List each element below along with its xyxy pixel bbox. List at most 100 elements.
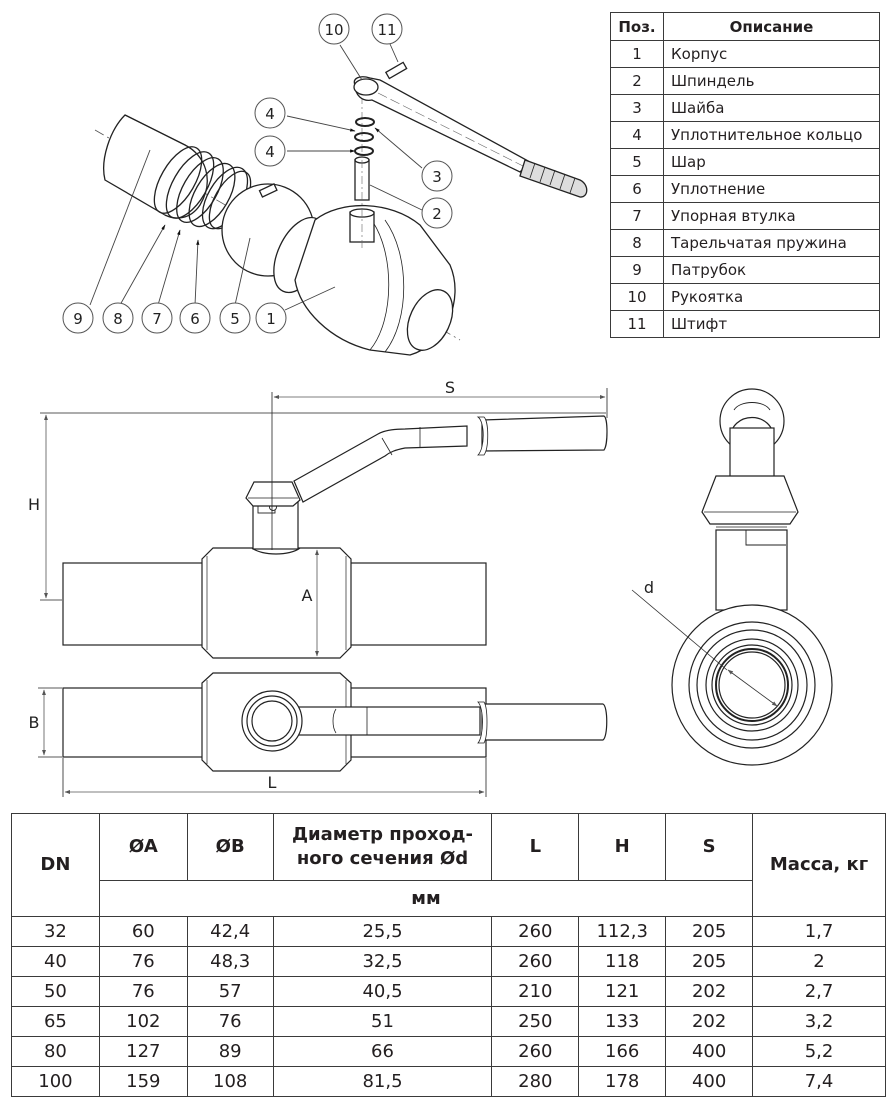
- part-9-pipe: [103, 114, 208, 219]
- top-handle-arm: [289, 706, 481, 736]
- part-description: Штифт: [663, 310, 880, 338]
- cell-s: 400: [665, 1066, 754, 1097]
- cell-h: 121: [578, 976, 667, 1007]
- part-description: Уплотнение: [663, 175, 880, 203]
- cell-bore-diameter: 40,5: [272, 976, 493, 1007]
- cell-mass: 7,4: [752, 1066, 886, 1097]
- cell-l: 260: [491, 1036, 580, 1067]
- part-4-3-rings: [354, 117, 375, 156]
- header-s: S: [665, 813, 754, 881]
- cell-l: 280: [491, 1066, 580, 1097]
- svg-text:9: 9: [73, 310, 83, 328]
- cell-b: 57: [186, 976, 274, 1007]
- cell-b: 76: [186, 1006, 274, 1037]
- part-position: 4: [610, 121, 664, 149]
- cell-b: 89: [186, 1036, 274, 1067]
- part-position: 11: [610, 310, 664, 338]
- cell-l: 260: [491, 946, 580, 977]
- header-l: L: [491, 813, 580, 881]
- cell-l: 250: [491, 1006, 580, 1037]
- callout-7: 7: [141, 302, 173, 334]
- front-handle-grip: [481, 415, 608, 452]
- cell-mass: 2,7: [752, 976, 886, 1007]
- header-desc: Описание: [663, 12, 880, 41]
- cell-bore-diameter: 32,5: [272, 946, 493, 977]
- side-dimensions: [631, 589, 778, 707]
- part-position: 2: [610, 67, 664, 95]
- cell-s: 205: [665, 946, 754, 977]
- front-handle-hub: [245, 481, 301, 507]
- svg-text:7: 7: [152, 310, 162, 328]
- callout-11: 11: [371, 13, 403, 45]
- top-dimensions: [38, 687, 487, 797]
- spec-units-row: мм: [12, 880, 886, 917]
- callout-10: 10: [318, 13, 350, 45]
- cell-a: 127: [98, 1036, 188, 1067]
- svg-text:4: 4: [265, 105, 275, 123]
- header-pos: Поз.: [610, 12, 664, 41]
- header-h: H: [578, 813, 667, 881]
- cell-b: 108: [186, 1066, 274, 1097]
- dimension-d-label: d: [644, 578, 654, 597]
- header-a: ØA: [98, 813, 188, 881]
- front-right-pipe: [345, 562, 487, 646]
- dimension-d-line: [727, 669, 778, 707]
- header-mass: Масса, кг: [752, 813, 886, 917]
- part-position: 8: [610, 229, 664, 257]
- callout-3: 3: [421, 160, 453, 192]
- cell-dn: 40: [11, 946, 100, 977]
- dimension-h-label: H: [28, 495, 40, 514]
- part-description: Патрубок: [663, 256, 880, 284]
- cell-mass: 2: [752, 946, 886, 977]
- cell-s: 202: [665, 1006, 754, 1037]
- dimension-b-label: B: [29, 713, 40, 732]
- svg-text:2: 2: [432, 205, 442, 223]
- cell-a: 159: [98, 1066, 188, 1097]
- cell-l: 260: [491, 916, 580, 947]
- side-view: [671, 388, 833, 766]
- side-handle-stem: [729, 427, 775, 479]
- cell-h: 112,3: [578, 916, 667, 947]
- part-description: Шпиндель: [663, 67, 880, 95]
- part-2-spindle: [354, 80, 370, 250]
- dimension-s-label: S: [445, 378, 455, 397]
- part-11-pin: [384, 61, 408, 80]
- header-b: ØB: [186, 813, 274, 881]
- dimension-l-label: L: [268, 773, 277, 792]
- cell-a: 76: [98, 946, 188, 977]
- callout-leaders: [89, 43, 423, 311]
- front-left-pipe: [62, 562, 210, 646]
- parts-table-header: Поз. Описание: [610, 12, 880, 41]
- svg-text:8: 8: [113, 310, 123, 328]
- cell-b: 42,4: [186, 916, 274, 947]
- callout-4b: 4: [254, 135, 286, 167]
- callout-6: 6: [179, 302, 211, 334]
- svg-text:3: 3: [432, 168, 442, 186]
- header-bore-line1: Диаметр проход-: [292, 824, 473, 845]
- part-description: Упорная втулка: [663, 202, 880, 230]
- part-description: Корпус: [663, 40, 880, 68]
- cell-bore-diameter: 51: [272, 1006, 493, 1037]
- cell-s: 202: [665, 976, 754, 1007]
- cell-a: 102: [98, 1006, 188, 1037]
- front-handle-arm: [293, 425, 468, 503]
- callout-8: 8: [102, 302, 134, 334]
- part-description: Уплотнительное кольцо: [663, 121, 880, 149]
- part-position: 9: [610, 256, 664, 284]
- part-position: 5: [610, 148, 664, 176]
- callouts: 10 11 4 4 3 2 9 8 7 6 5 1: [62, 13, 453, 334]
- cell-s: 205: [665, 916, 754, 947]
- cell-dn: 65: [11, 1006, 100, 1037]
- exploded-view: [94, 61, 588, 356]
- cell-h: 178: [578, 1066, 667, 1097]
- cell-h: 133: [578, 1006, 667, 1037]
